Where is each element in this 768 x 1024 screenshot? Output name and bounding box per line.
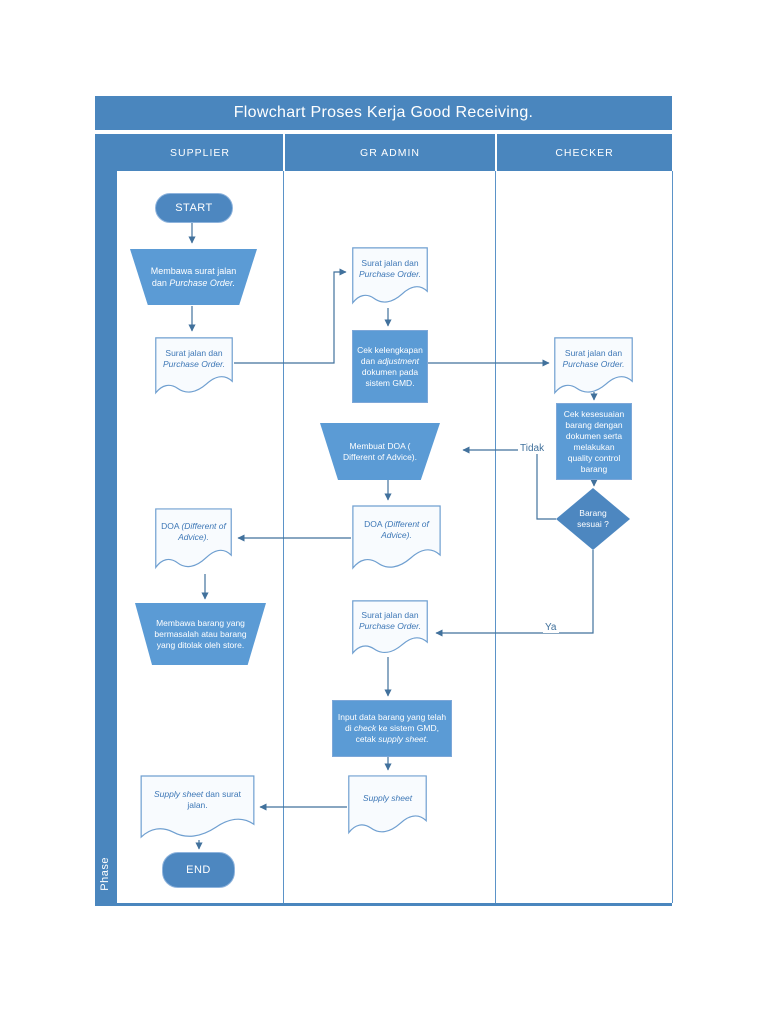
lane-header-gr-admin: GR ADMIN bbox=[285, 134, 495, 171]
doc-supplier-surat-jalan: Surat jalan dan Purchase Order. bbox=[155, 337, 233, 399]
doc-supplier-supply-sheet: Supply sheet dan surat jalan. bbox=[140, 775, 255, 844]
manual-bring-documents: Membawa surat jalan dan Purchase Order. bbox=[130, 249, 257, 305]
frame-bottom-border bbox=[95, 903, 672, 906]
page-title: Flowchart Proses Kerja Good Receiving. bbox=[95, 96, 672, 130]
lane-divider-1 bbox=[283, 171, 284, 903]
lane-header-supplier-label: SUPPLIER bbox=[170, 146, 230, 159]
lane-header-checker-label: CHECKER bbox=[555, 146, 614, 159]
doc-gradmin-surat-jalan-2: Surat jalan dan Purchase Order. bbox=[352, 600, 428, 659]
lane-header-gr-admin-label: GR ADMIN bbox=[360, 146, 420, 159]
end-label: END bbox=[186, 864, 211, 876]
phase-label: Phase bbox=[99, 857, 111, 891]
title-text: Flowchart Proses Kerja Good Receiving. bbox=[233, 104, 534, 121]
process-input-data: Input data barang yang telah di check ke… bbox=[332, 700, 452, 757]
edge-label-ya: Ya bbox=[543, 622, 559, 633]
doc-gradmin-doa: DOA (Different of Advice). bbox=[352, 505, 441, 575]
lane-divider-2 bbox=[495, 171, 496, 903]
doc-supply-sheet: Supply sheet bbox=[348, 775, 427, 839]
phase-strip: Phase bbox=[95, 134, 117, 903]
process-cek-kesesuaian: Cek kesesuaian barang dengan dokumen ser… bbox=[556, 403, 632, 480]
lane-header-checker: CHECKER bbox=[497, 134, 672, 171]
end-node: END bbox=[162, 852, 235, 888]
doc-gradmin-surat-jalan-1: Surat jalan dan Purchase Order. bbox=[352, 247, 428, 309]
doc-checker-surat-jalan: Surat jalan dan Purchase Order. bbox=[554, 337, 633, 399]
manual-membuat-doa: Membuat DOA ( Different of Advice). bbox=[320, 423, 440, 480]
edge-label-tidak: Tidak bbox=[518, 443, 547, 454]
manual-return-goods: Membawa barang yang bermasalah atau bara… bbox=[135, 603, 266, 665]
lane-header-supplier: SUPPLIER bbox=[117, 134, 283, 171]
start-label: START bbox=[175, 202, 213, 214]
doc-supplier-doa: DOA (Different of Advice). bbox=[155, 508, 232, 574]
process-cek-kelengkapan: Cek kelengkapan dan adjustment dokumen p… bbox=[352, 330, 428, 403]
start-node: START bbox=[155, 193, 233, 223]
